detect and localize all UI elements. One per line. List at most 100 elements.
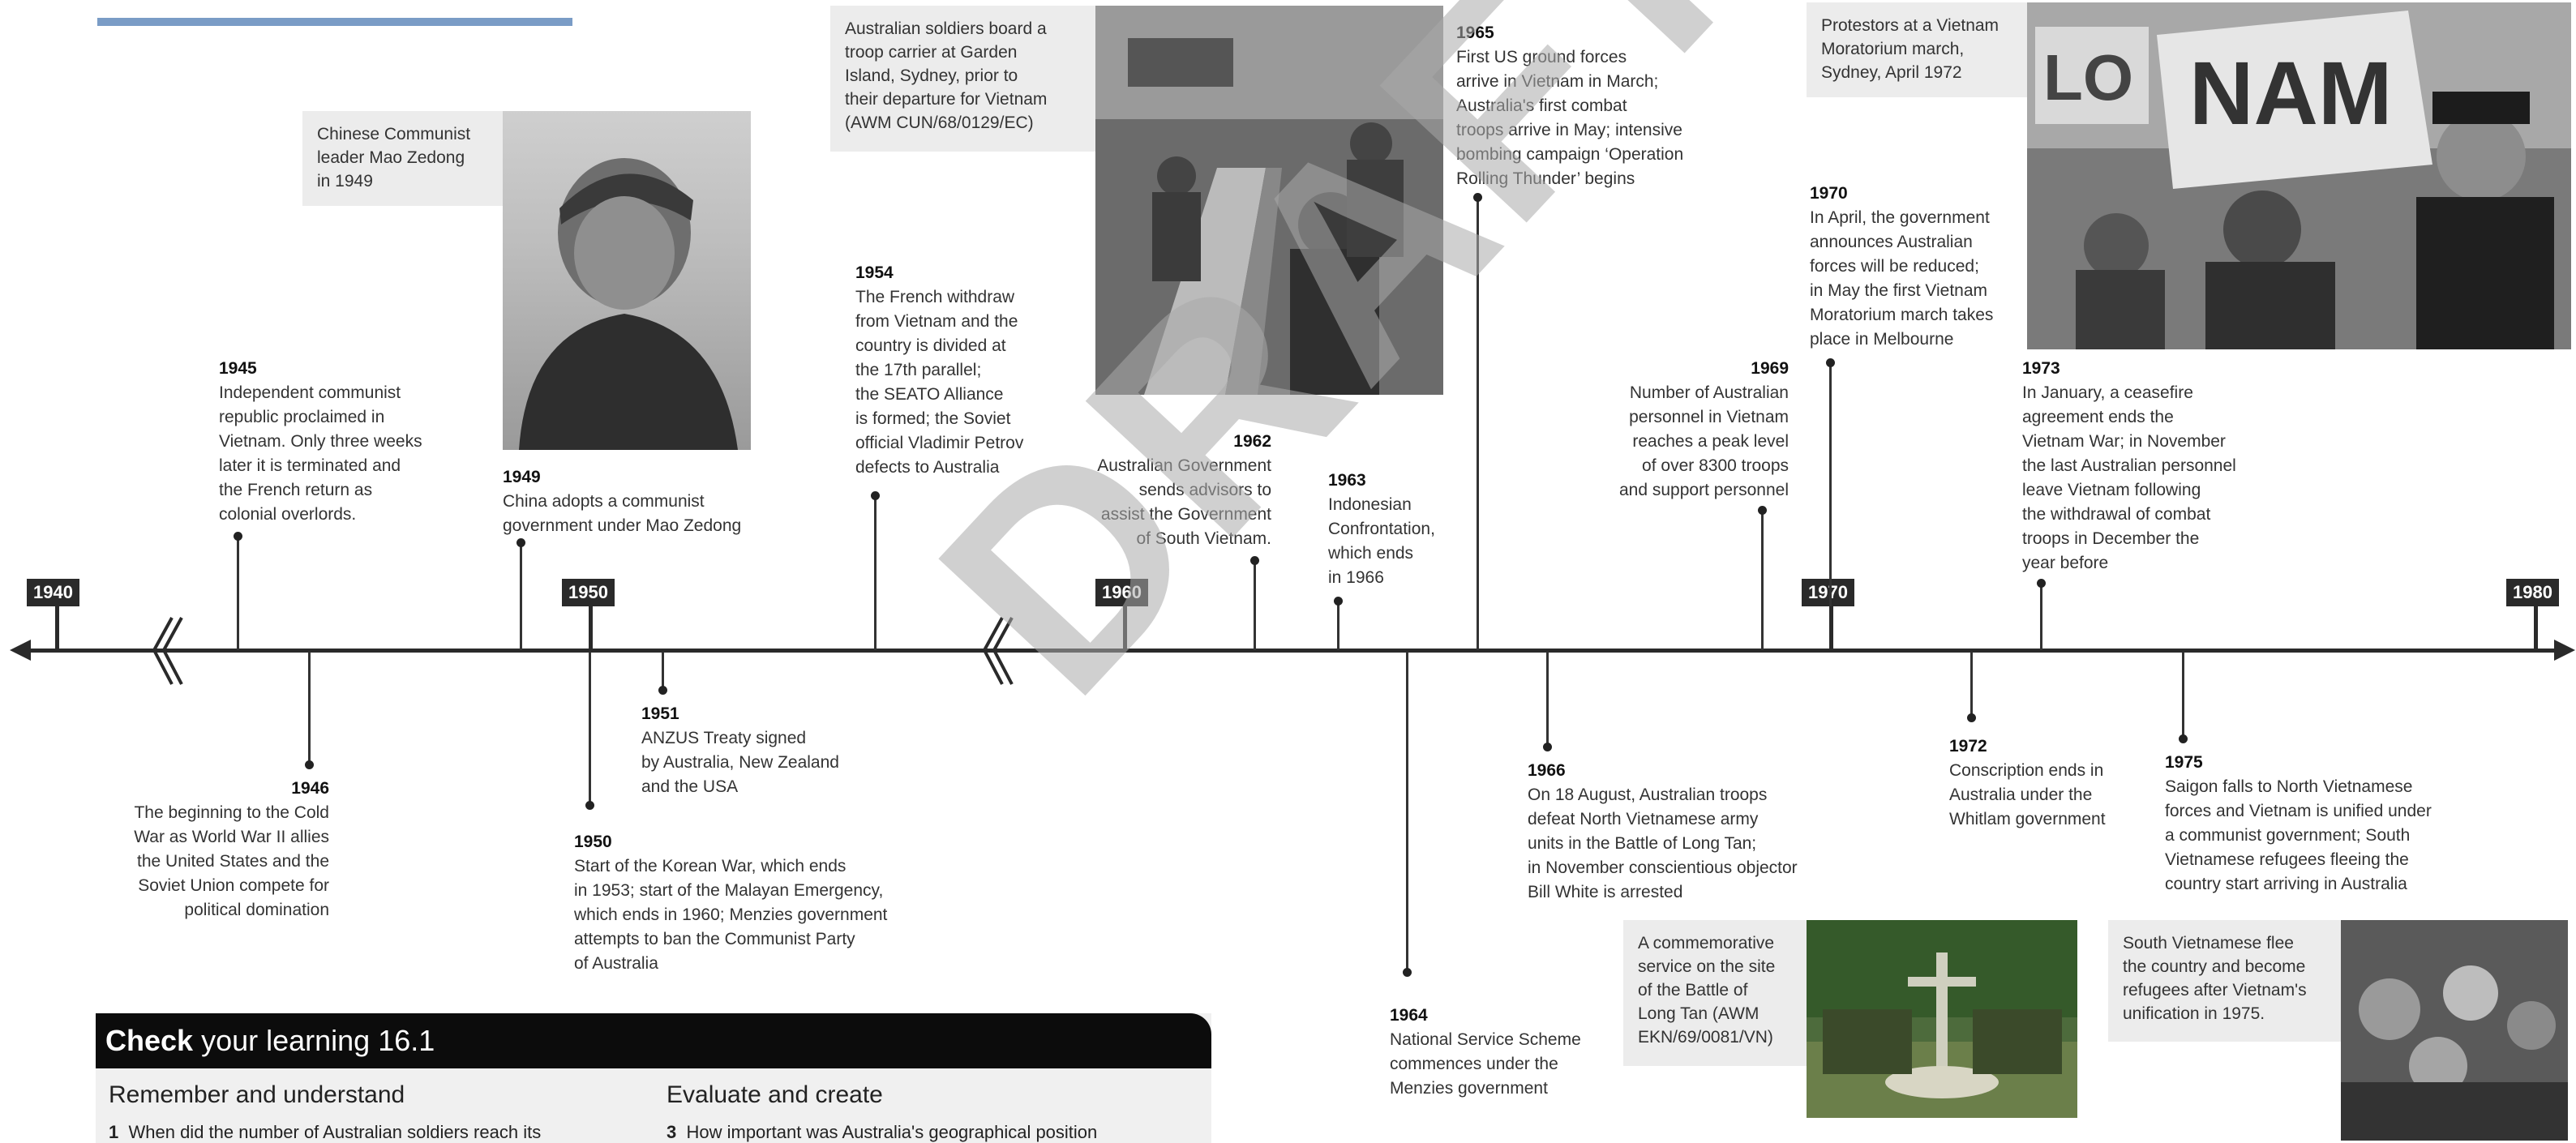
svg-text:LO: LO	[2043, 41, 2133, 113]
event-line: In January, a ceasefire	[2022, 383, 2193, 402]
event-line: political domination	[184, 901, 329, 919]
header-accent-bar	[97, 18, 572, 26]
axis-left-arrow-icon	[10, 640, 31, 661]
event-stem	[308, 652, 311, 765]
event-line: Bill White is arrested	[1528, 883, 1683, 901]
axis-break-icon	[148, 616, 188, 690]
event-line: On 18 August, Australian troops	[1528, 786, 1768, 804]
event-line: a communist government; South	[2165, 826, 2411, 845]
decade-tick	[589, 606, 593, 650]
event-line: Number of Australian	[1629, 383, 1789, 402]
event-line: Indonesian	[1328, 495, 1412, 514]
event-line: the 17th parallel;	[855, 361, 982, 379]
event-line: country is divided at	[855, 336, 1006, 355]
event-year: 1949	[503, 468, 541, 486]
axis-break-icon	[978, 616, 1018, 690]
event-line: troops arrive in May; intensive	[1456, 121, 1682, 139]
event-1962: 1962 Australian Government sends advisor…	[1051, 430, 1271, 551]
event-year: 1973	[2022, 359, 2060, 378]
event-line: attempts to ban the Communist Party	[574, 930, 855, 948]
remember-understand-heading: Remember and understand	[109, 1081, 405, 1108]
check-learning-header: Check your learning 16.1	[96, 1013, 1211, 1068]
event-line: the French return as	[219, 481, 373, 499]
caption-line: their departure for Vietnam	[845, 90, 1048, 109]
caption-line: (AWM CUN/68/0129/EC)	[845, 113, 1034, 132]
decade-tick	[55, 606, 59, 650]
event-line: War as World War II allies	[134, 828, 329, 846]
event-dot	[2037, 579, 2046, 588]
event-line: official Vladimir Petrov	[855, 434, 1024, 452]
event-dot	[1758, 506, 1767, 515]
event-stem	[237, 537, 239, 650]
event-stem	[520, 543, 522, 650]
event-line: from Vietnam and the	[855, 312, 1018, 331]
event-year: 1970	[1810, 184, 1848, 203]
caption-line: EKN/69/0081/VN)	[1638, 1028, 1773, 1047]
question-3: 3 How important was Australia's geograph…	[667, 1122, 1097, 1143]
event-line: of Australia	[574, 954, 658, 973]
event-dot	[516, 538, 525, 547]
decade-tick	[2534, 606, 2538, 650]
event-line: Saigon falls to North Vietnamese	[2165, 777, 2413, 796]
event-stem	[1970, 652, 1973, 718]
event-line: year before	[2022, 554, 2109, 572]
event-line: Menzies government	[1390, 1079, 1548, 1098]
event-year: 1945	[219, 359, 257, 378]
check-title-bold: Check	[105, 1024, 194, 1057]
caption-line: in 1949	[317, 172, 373, 190]
decade-label-1960: 1960	[1095, 579, 1148, 606]
event-year: 1966	[1528, 761, 1566, 780]
event-stem	[1546, 652, 1549, 747]
event-line: by Australia, New Zealand	[641, 753, 839, 772]
caption-line: unification in 1975.	[2123, 1004, 2265, 1023]
event-line: announces Australian	[1810, 233, 1973, 251]
caption-line: South Vietnamese flee	[2123, 934, 2294, 952]
event-line: the last Australian personnel	[2022, 456, 2236, 475]
event-line: the SEATO Alliance	[855, 385, 1004, 404]
caption-line: Sydney, April 1972	[1821, 63, 1962, 82]
caption-line: Australian soldiers board a	[845, 19, 1047, 38]
event-line: Conscription ends in	[1949, 761, 2104, 780]
event-line: is formed; the Soviet	[855, 409, 1011, 428]
caption-line: Long Tan (AWM	[1638, 1004, 1759, 1023]
event-stem	[1406, 652, 1408, 973]
event-year: 1972	[1949, 737, 1987, 756]
event-stem	[874, 496, 877, 650]
event-line: country start arriving in Australia	[2165, 875, 2407, 893]
event-stem	[1254, 561, 1256, 650]
decade-label-1950: 1950	[562, 579, 615, 606]
event-stem	[2182, 652, 2184, 739]
event-stem	[1829, 363, 1832, 606]
event-dot	[871, 491, 880, 500]
event-line: bombing campaign ‘Operation	[1456, 145, 1684, 164]
event-line: troops in December the	[2022, 529, 2200, 548]
event-line: the withdrawal of combat	[2022, 505, 2211, 524]
event-dot	[585, 801, 594, 810]
event-year: 1963	[1328, 471, 1366, 490]
decade-label-1970: 1970	[1802, 579, 1854, 606]
event-year: 1965	[1456, 24, 1494, 42]
svg-text:NAM: NAM	[2189, 44, 2393, 143]
event-line: Australia under the	[1949, 786, 2093, 804]
question-number: 3	[667, 1122, 677, 1142]
event-line: agreement ends the	[2022, 408, 2174, 426]
event-line: Soviet Union compete for	[138, 876, 329, 895]
troops-boarding-photo	[1095, 6, 1443, 395]
event-line: the United States and the	[137, 852, 329, 871]
caption-line: Island, Sydney, prior to	[845, 66, 1018, 85]
event-1949: 1949 China adopts a communist government…	[503, 465, 795, 538]
question-1: 1 When did the number of Australian sold…	[109, 1122, 541, 1143]
event-line: Moratorium march takes	[1810, 306, 1994, 324]
event-line: reaches a peak level	[1632, 432, 1789, 451]
event-line: of over 8300 troops	[1642, 456, 1789, 475]
event-line: in 1966	[1328, 568, 1384, 587]
question-text: When did the number of Australian soldie…	[128, 1122, 542, 1142]
event-line: and support personnel	[1619, 481, 1789, 499]
event-dot	[234, 532, 242, 541]
event-stem	[589, 652, 591, 806]
caption-line: of the Battle of	[1638, 981, 1748, 1000]
troops-photo-caption: Australian soldiers board a troop carrie…	[830, 6, 1095, 152]
event-line: Independent communist	[219, 383, 401, 402]
caption-line: troop carrier at Garden	[845, 43, 1018, 62]
event-year: 1975	[2165, 753, 2203, 772]
